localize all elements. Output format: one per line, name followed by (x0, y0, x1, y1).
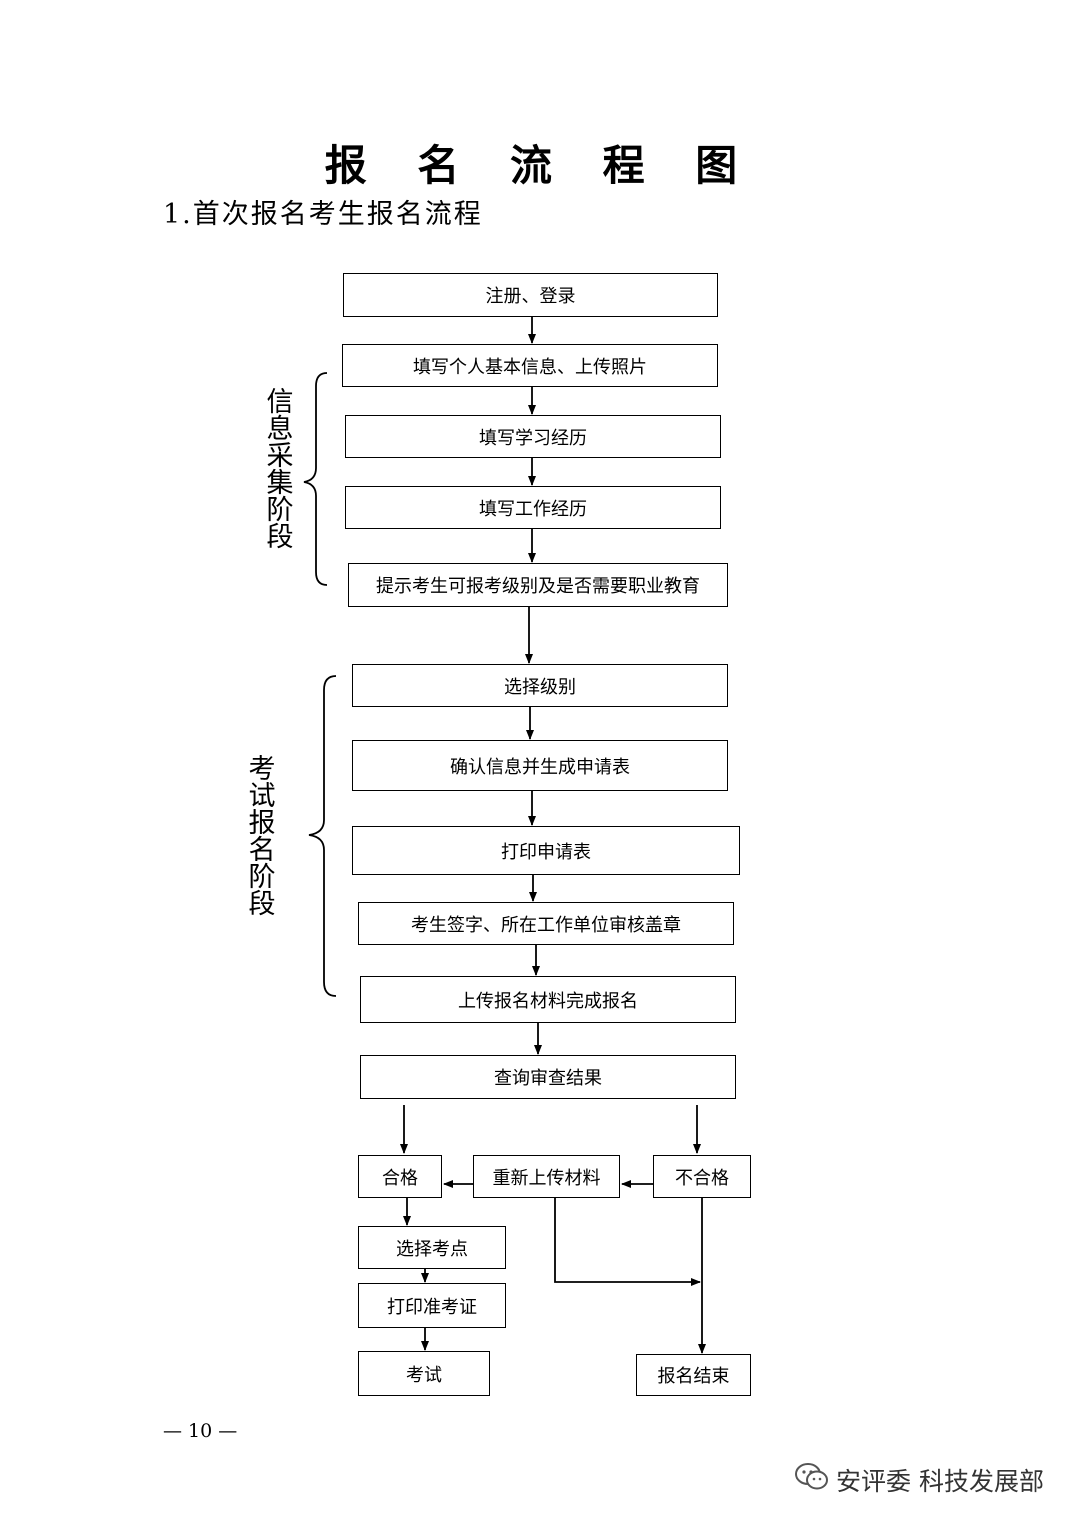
wechat-icon (794, 1462, 830, 1498)
watermark-text: 安评委 科技发展部 (836, 1467, 1044, 1496)
step-qualified: 合格 (358, 1155, 442, 1198)
step-query-result: 查询审查结果 (360, 1055, 736, 1099)
page-number: — 10 — (163, 1420, 238, 1442)
step-end: 报名结束 (636, 1354, 751, 1396)
watermark: 安评委 科技发展部 (794, 1462, 1044, 1498)
step-print-admission: 打印准考证 (358, 1283, 506, 1328)
step-fill-work: 填写工作经历 (345, 486, 721, 529)
step-print-application: 打印申请表 (352, 826, 740, 875)
step-reupload: 重新上传材料 (473, 1155, 620, 1198)
section-subtitle: 1.首次报名考生报名流程 (163, 199, 483, 230)
step-unqualified: 不合格 (653, 1155, 751, 1198)
step-register-login: 注册、登录 (343, 273, 718, 317)
step-upload-complete: 上传报名材料完成报名 (360, 976, 736, 1023)
step-select-level: 选择级别 (352, 664, 728, 707)
step-confirm-generate: 确认信息并生成申请表 (352, 740, 728, 791)
step-fill-basic-info: 填写个人基本信息、上传照片 (342, 344, 718, 387)
step-fill-education: 填写学习经历 (345, 415, 721, 458)
step-prompt-level: 提示考生可报考级别及是否需要职业教育 (348, 563, 728, 607)
step-sign-stamp: 考生签字、所在工作单位审核盖章 (358, 902, 734, 945)
stage-label-exam-registration: 考试报名阶段 (248, 754, 276, 920)
step-exam: 考试 (358, 1351, 490, 1396)
stage-label-info-collection: 信息采集阶段 (266, 387, 294, 553)
step-select-site: 选择考点 (358, 1226, 506, 1269)
page-title: 报 名 流 程 图 (324, 141, 756, 190)
